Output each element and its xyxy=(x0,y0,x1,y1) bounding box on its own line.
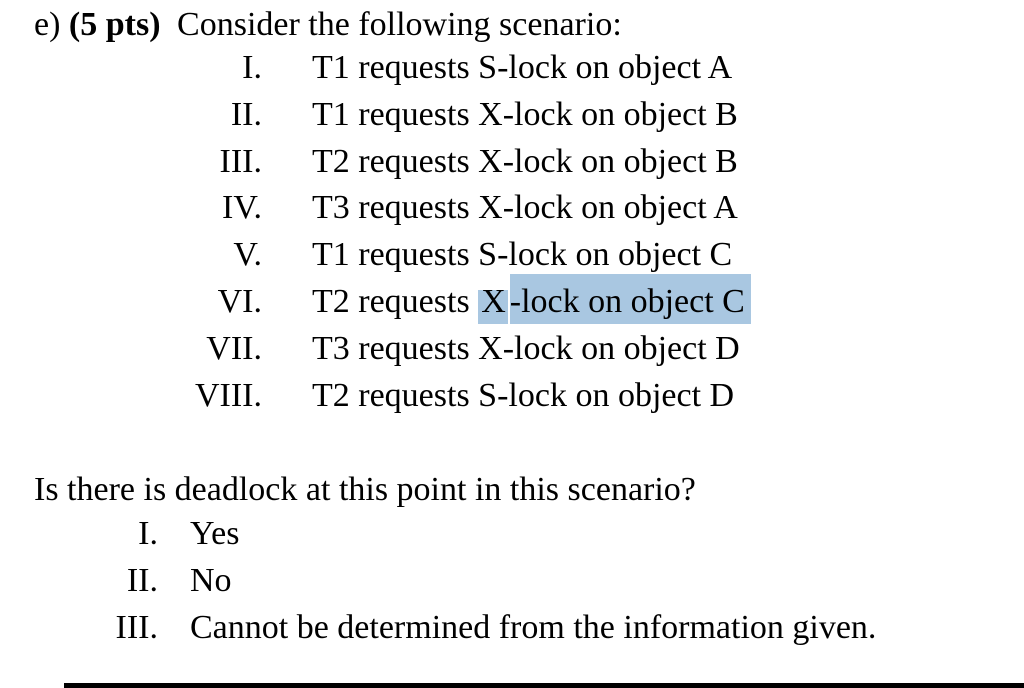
step-text: T2 requests X-lock on object C xyxy=(312,273,751,326)
answer-numeral: III. xyxy=(115,608,158,646)
scenario-step: I. T1 requests S-lock on object A xyxy=(0,45,1024,92)
step-numeral: II. xyxy=(230,95,262,133)
part-label: e) xyxy=(34,6,61,43)
step-text: T3 requests X-lock on object A xyxy=(312,189,738,227)
question-heading: e) (5 pts) Consider the following scenar… xyxy=(34,1,622,48)
step-numeral: V. xyxy=(233,236,262,274)
answer-numeral: II. xyxy=(126,561,158,599)
answer-option: II. No xyxy=(0,558,1024,605)
step-text-plain: T2 requests xyxy=(312,282,479,320)
step-numeral: VII. xyxy=(206,329,262,367)
scenario-step: III. T2 requests X-lock on object B xyxy=(0,139,1024,186)
scenario-step: VII. T3 requests X-lock on object D xyxy=(0,326,1024,373)
step-numeral: III. xyxy=(219,142,262,180)
scenario-step: VI. T2 requests X-lock on object C xyxy=(0,273,1024,326)
answer-text: No xyxy=(190,561,232,599)
answer-list: I. Yes II. No III. Cannot be determined … xyxy=(0,511,1024,651)
scenario-list: I. T1 requests S-lock on object A II. T1… xyxy=(0,45,1024,419)
step-numeral: VIII. xyxy=(194,376,262,414)
step-numeral: VI. xyxy=(217,282,262,320)
heading-text: Consider the following scenario: xyxy=(177,6,622,43)
question-text: Is there is deadlock at this point in th… xyxy=(34,471,696,508)
bottom-edge-bar xyxy=(64,683,1024,688)
step-text: T2 requests S-lock on object D xyxy=(312,376,735,414)
step-text: T1 requests X-lock on object B xyxy=(312,95,738,133)
answer-text: Yes xyxy=(190,515,240,552)
step-text: T2 requests X-lock on object B xyxy=(312,142,738,180)
answer-option: I. Yes xyxy=(0,511,1024,558)
scenario-step: VIII. T2 requests S-lock on object D xyxy=(0,373,1024,420)
step-text: T3 requests X-lock on object D xyxy=(312,329,740,367)
step-text: T1 requests S-lock on object C xyxy=(312,236,733,274)
step-numeral: I. xyxy=(242,49,262,86)
answer-option: III. Cannot be determined from the infor… xyxy=(0,605,1024,652)
step-text: T1 requests S-lock on object A xyxy=(312,49,733,86)
points-label: (5 pts) xyxy=(68,6,161,43)
answer-numeral: I. xyxy=(138,515,158,552)
answer-text: Cannot be determined from the informatio… xyxy=(190,608,877,646)
scenario-step: V. T1 requests S-lock on object C xyxy=(0,232,1024,279)
text-selection-highlight: -lock on object C xyxy=(509,273,751,324)
step-numeral: IV. xyxy=(222,189,262,227)
scenario-step: IV. T3 requests X-lock on object A xyxy=(0,185,1024,232)
text-selection-highlight-start: X xyxy=(478,282,508,324)
scenario-step: II. T1 requests X-lock on object B xyxy=(0,92,1024,139)
